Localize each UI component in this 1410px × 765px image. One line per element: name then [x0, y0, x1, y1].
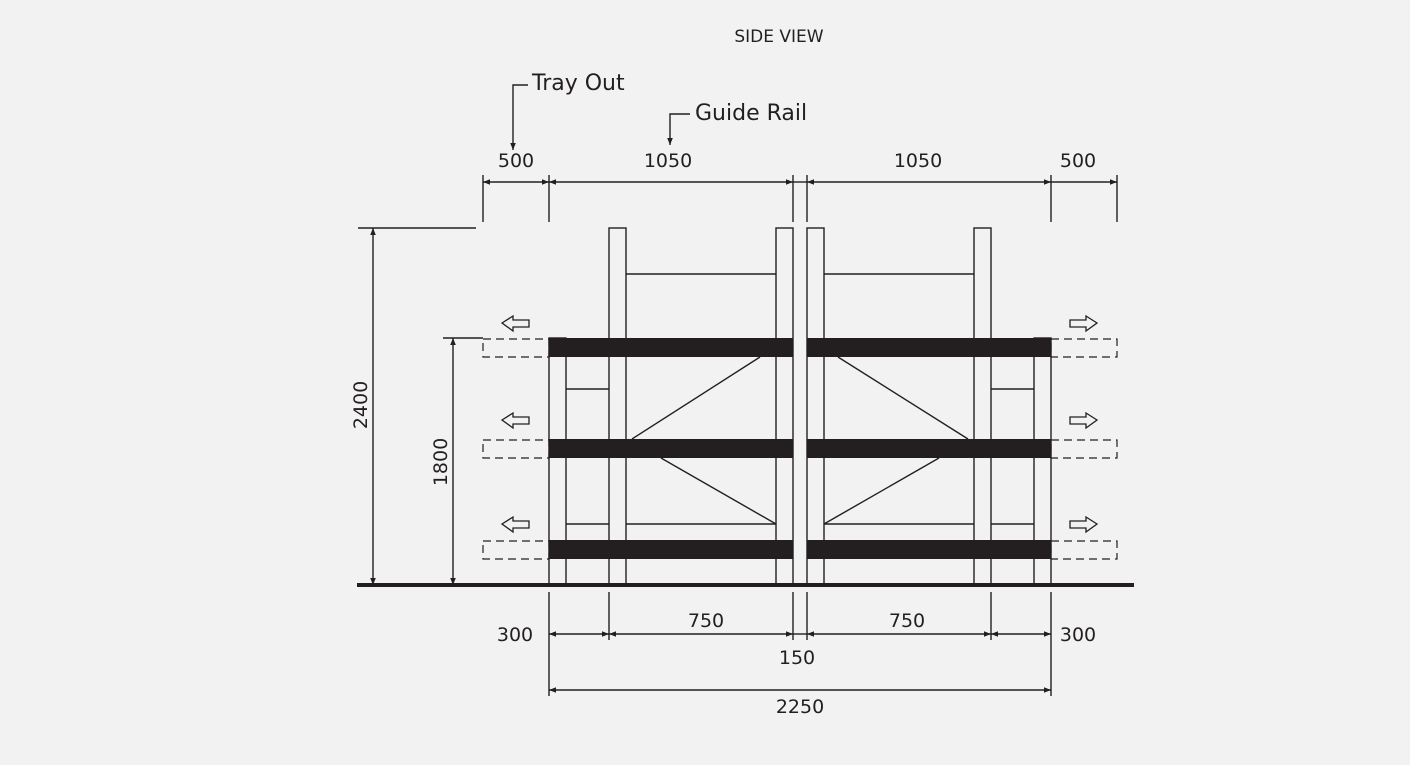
- shelf-arm: [549, 540, 793, 559]
- tray-out-callout: Tray Out: [510, 71, 625, 150]
- dim-right-bay: 750: [889, 610, 925, 632]
- post: [973, 227, 992, 586]
- dim-left-bay: 750: [688, 610, 724, 632]
- arrow-right-icon: [1069, 515, 1099, 534]
- guide-rail-callout: Guide Rail: [667, 101, 807, 145]
- tray-out-label: Tray Out: [531, 71, 625, 96]
- vertical-dimensions: 2400 1800: [350, 227, 483, 585]
- guide-rail-label: Guide Rail: [695, 101, 807, 126]
- rack-structure: [357, 227, 1134, 587]
- dim-overall-width: 2250: [776, 696, 824, 718]
- arrow-left-icon: [500, 515, 530, 534]
- dim-arm-left: 1050: [644, 150, 692, 172]
- tray-out-arrows: [500, 314, 1099, 534]
- shelf-arm: [807, 540, 1051, 559]
- bottom-dimensions: 300 750 750 300 150 2250: [497, 592, 1096, 718]
- arrow-left-icon: [500, 314, 530, 333]
- diagram-title: SIDE VIEW: [734, 27, 823, 47]
- shelf-arm: [807, 439, 1051, 458]
- tray-out-outline: [482, 439, 550, 459]
- dim-right-end: 300: [1060, 624, 1096, 646]
- tray-out-outline: [1050, 439, 1118, 459]
- arrow-right-icon: [1069, 314, 1099, 333]
- dim-shelf-height: 1800: [430, 438, 452, 486]
- tray-out-outline: [1050, 338, 1118, 358]
- shelf-arm: [549, 439, 793, 458]
- post: [775, 227, 794, 586]
- arrow-right-icon: [1069, 411, 1099, 430]
- dim-overall-height: 2400: [350, 381, 372, 429]
- tray-out-outline: [482, 338, 550, 358]
- post: [608, 227, 627, 586]
- post: [806, 227, 825, 586]
- tray-out-outline: [1050, 540, 1118, 560]
- dim-arm-right: 1050: [894, 150, 942, 172]
- dim-tray-out-right: 500: [1060, 150, 1096, 172]
- tray-out-outline: [482, 540, 550, 560]
- dim-left-end: 300: [497, 624, 533, 646]
- dim-tray-out-left: 500: [498, 150, 534, 172]
- arrow-left-icon: [500, 411, 530, 430]
- top-dimensions: 500 1050 1050 500: [482, 150, 1118, 222]
- ground-line: [357, 583, 1134, 587]
- shelf-arm: [807, 338, 1051, 357]
- shelf-arm: [549, 338, 793, 357]
- dim-gap: 150: [779, 647, 815, 669]
